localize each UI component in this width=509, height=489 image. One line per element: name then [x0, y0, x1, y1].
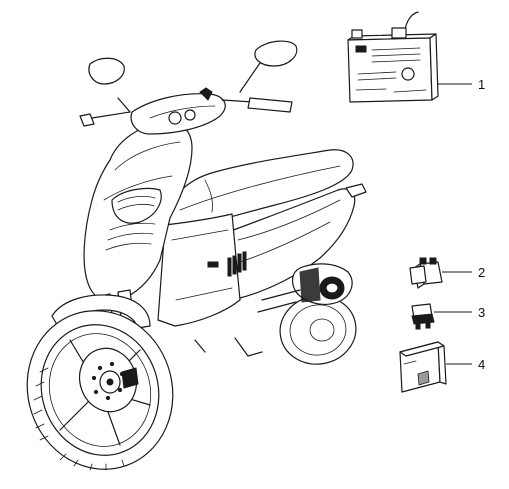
left-mirror [88, 57, 131, 113]
side-vent [227, 251, 247, 277]
battery-part [347, 11, 439, 103]
front-grille [105, 222, 156, 251]
callout-3: 3 [478, 305, 485, 320]
callout-1: 1 [478, 77, 485, 92]
fuse-part [411, 303, 435, 330]
headlight [111, 187, 162, 224]
leader-lines [434, 83, 472, 365]
callout-4: 4 [478, 357, 485, 372]
front-wheel [26, 310, 174, 471]
callout-2: 2 [478, 265, 485, 280]
rear-body [227, 188, 356, 299]
control-unit-part [399, 341, 447, 393]
scooter-illustration [26, 40, 367, 471]
engine-area [257, 263, 353, 313]
relay-icon [409, 265, 427, 285]
right-mirror [239, 40, 298, 93]
floorboard [157, 213, 241, 327]
callout-labels: 1 2 3 4 [478, 77, 485, 372]
handlebar [79, 87, 293, 135]
relay-part [409, 257, 443, 289]
